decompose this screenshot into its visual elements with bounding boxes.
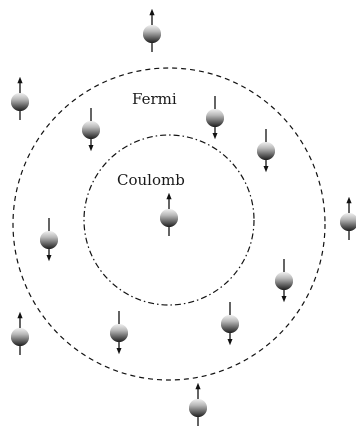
particle-ball-front [11,328,29,346]
particle-ball-front [40,231,58,249]
particle-ball-front [340,213,356,231]
particle-ball-front [143,25,161,43]
particle-spin-down [275,259,293,303]
fermi-hole-boundary [12,67,326,381]
particle-spin-up [143,8,161,52]
particle-ball-front [221,315,239,333]
particle-ball-front [110,324,128,342]
particle-spin-down [206,96,224,140]
fermi-label: Fermi [132,90,177,108]
particle-ball-front [275,272,293,290]
particle-spin-up [11,311,29,355]
coulomb-label: Coulomb [117,171,185,189]
coulomb-hole-boundary [83,134,255,306]
particle-ball-front [189,399,207,417]
particle-spin-down [40,218,58,262]
particle-ball-front [206,109,224,127]
particle-spin-up [11,76,29,120]
particle-ball-front [160,209,178,227]
particle-spin-down [221,302,239,346]
particle-ball-front [11,93,29,111]
particle-spin-down [82,108,100,152]
particle-spin-up [189,382,207,426]
particle-ball-front [82,121,100,139]
particle-spin-down [257,129,275,173]
particle-spin-up [340,196,356,240]
particles-group [11,8,356,426]
particle-ball-front [257,142,275,160]
particle-spin-down [110,311,128,355]
particle-spin-up [160,192,178,236]
